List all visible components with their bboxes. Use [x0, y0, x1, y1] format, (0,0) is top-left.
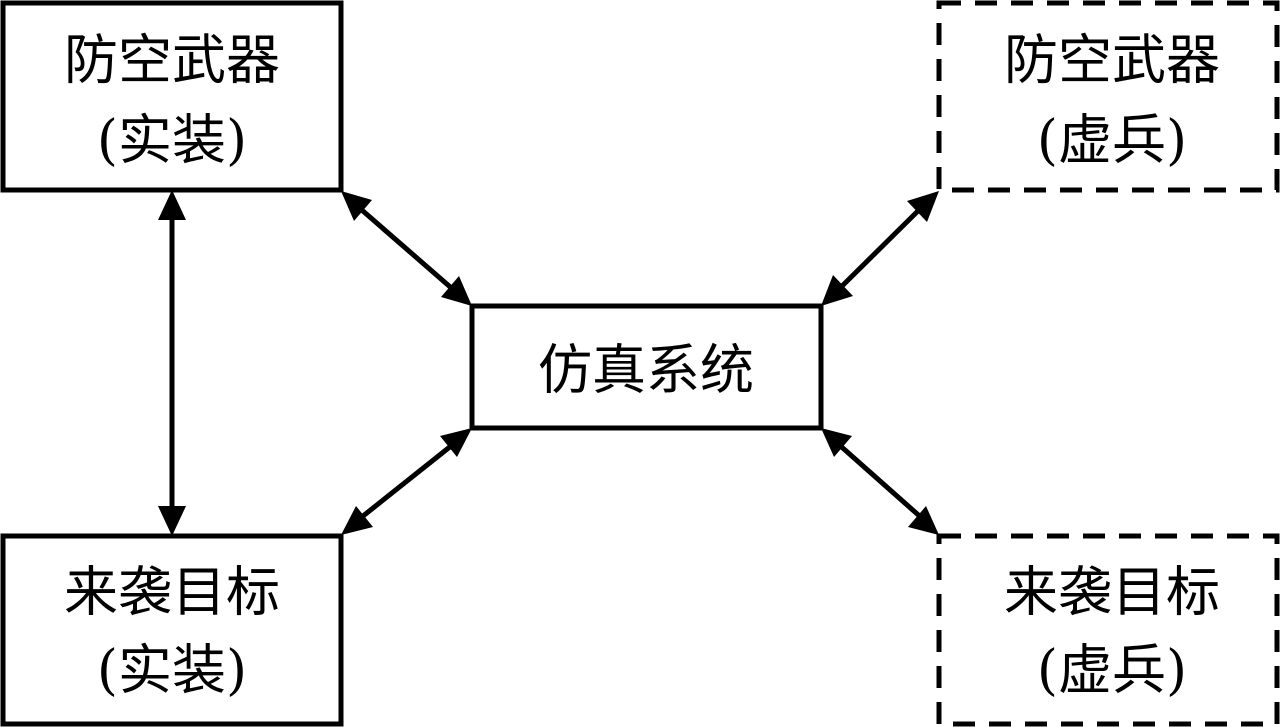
arrowhead-end — [441, 276, 472, 306]
arrowhead-up — [158, 190, 186, 220]
arrowhead-down — [158, 506, 186, 536]
edge-weapon-real-target-real — [158, 190, 186, 536]
node-target-real-line1: 来袭目标 — [64, 561, 280, 624]
node-target-real: 来袭目标 (实装) — [0, 533, 344, 727]
node-weapon-real-line2: (实装) — [97, 109, 247, 172]
node-sim-system-label: 仿真系统 — [538, 339, 754, 402]
edge-target-virtual-sim — [821, 428, 939, 535]
node-weapon-virtual: 防空武器 (虚兵) — [936, 0, 1280, 193]
arrowhead-end — [821, 275, 853, 306]
edges — [158, 190, 939, 536]
arrowhead-start — [821, 428, 852, 457]
node-target-real-line2: (实装) — [97, 639, 247, 702]
node-target-virtual: 来袭目标 (虚兵) — [936, 533, 1280, 727]
edge-weapon-virtual-sim — [821, 191, 939, 306]
node-target-virtual-line2: (虚兵) — [1037, 639, 1187, 702]
node-weapon-virtual-line2: (虚兵) — [1037, 109, 1187, 172]
arrowhead-start — [341, 506, 373, 535]
node-target-virtual-line1: 来袭目标 — [1004, 561, 1220, 624]
arrowhead-start — [907, 191, 939, 222]
arrowhead-end — [440, 428, 472, 457]
node-weapon-virtual-line1: 防空武器 — [1004, 29, 1220, 92]
node-weapon-real: 防空武器 (实装) — [0, 0, 344, 193]
edge-target-real-sim — [341, 428, 472, 535]
edge-weapon-real-sim — [341, 191, 472, 306]
arrowhead-end — [908, 506, 939, 535]
node-weapon-real-line1: 防空武器 — [64, 29, 280, 92]
arrowhead-start — [341, 191, 372, 221]
node-sim-system: 仿真系统 — [469, 303, 824, 431]
